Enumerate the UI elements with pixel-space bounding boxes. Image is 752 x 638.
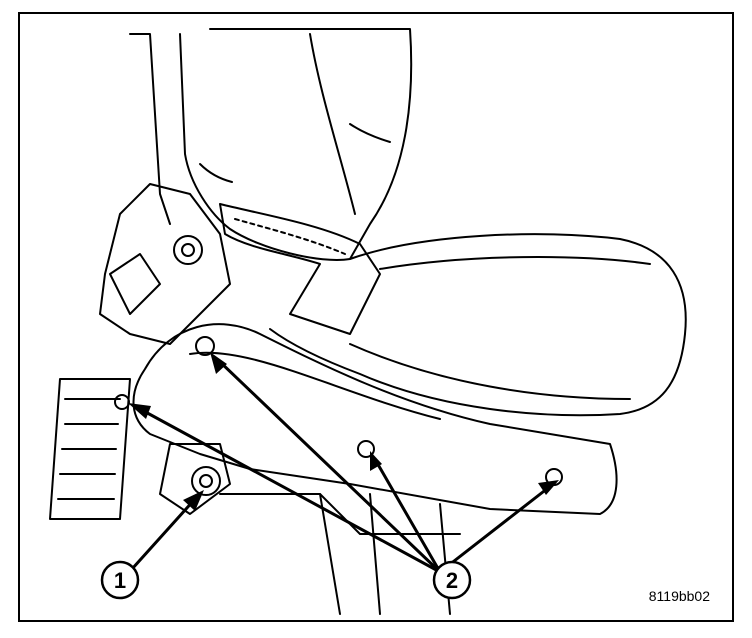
- arrowhead-2a: [128, 403, 151, 419]
- figure-frame: 1 2 8119bb02: [18, 12, 734, 622]
- seat-back-fold: [309, 33, 356, 215]
- arrowhead-2d: [538, 480, 559, 495]
- seat-back-wrinkle: [349, 123, 391, 143]
- riser-bolt-inner: [199, 474, 213, 488]
- arrowhead-2c: [370, 451, 382, 471]
- seat-back-wrinkle-2: [199, 163, 233, 183]
- callout-2-label: 2: [446, 568, 458, 593]
- recliner-pivot: [173, 235, 203, 265]
- recliner-pivot-inner: [181, 243, 195, 257]
- seat-cushion-lower: [349, 343, 631, 400]
- seat-riser: [159, 443, 231, 515]
- leader-2a: [138, 407, 442, 574]
- seat-back-cover: [179, 28, 413, 261]
- belt-strap: [219, 203, 381, 335]
- callout-1: 1: [100, 560, 140, 600]
- side-shield-edge: [189, 351, 441, 420]
- leader-2b: [216, 358, 442, 574]
- arrowhead-1: [183, 490, 204, 511]
- callout-2: 2: [432, 560, 472, 600]
- seat-track: [49, 378, 131, 520]
- recliner-cover: [99, 183, 231, 345]
- recliner-lever: [109, 253, 161, 315]
- seat-back-outline: [129, 33, 171, 225]
- figure-code: 8119bb02: [648, 588, 710, 604]
- belt-stitch: [234, 218, 346, 255]
- side-shield: [132, 323, 618, 515]
- seat-track-rail: [57, 398, 121, 500]
- leader-2c: [374, 459, 442, 574]
- riser-bolt: [191, 466, 221, 496]
- arrowhead-2b: [210, 352, 227, 374]
- shield-screw-top: [195, 336, 215, 356]
- leader-1: [130, 497, 197, 571]
- shield-screw-middle: [357, 440, 375, 458]
- leader-2d: [438, 486, 550, 574]
- lower-frame: [219, 493, 461, 535]
- callout-1-label: 1: [114, 568, 126, 593]
- seat-illustration: 1 2: [49, 28, 687, 615]
- shield-screw-front: [114, 394, 130, 410]
- seat-cushion: [269, 233, 687, 417]
- seat-cushion-seam: [379, 256, 651, 270]
